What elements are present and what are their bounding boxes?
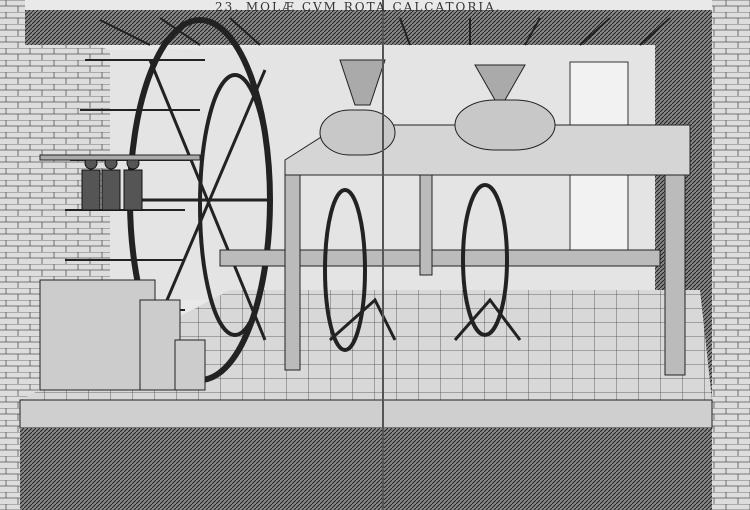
basement bbox=[20, 428, 712, 510]
ceiling-beams bbox=[25, 10, 712, 46]
plate-caption: 23. MOLÆ CVM ROTA CALCATORIA. bbox=[215, 0, 502, 14]
gear-wheels bbox=[323, 183, 522, 352]
wooden-stairs bbox=[39, 279, 206, 391]
drive-shaft bbox=[219, 249, 661, 267]
handrail bbox=[39, 154, 201, 161]
workers-on-wheel bbox=[81, 156, 143, 211]
millstones bbox=[319, 59, 556, 156]
floor-edge bbox=[19, 399, 713, 429]
right-brick-wall bbox=[712, 0, 750, 510]
